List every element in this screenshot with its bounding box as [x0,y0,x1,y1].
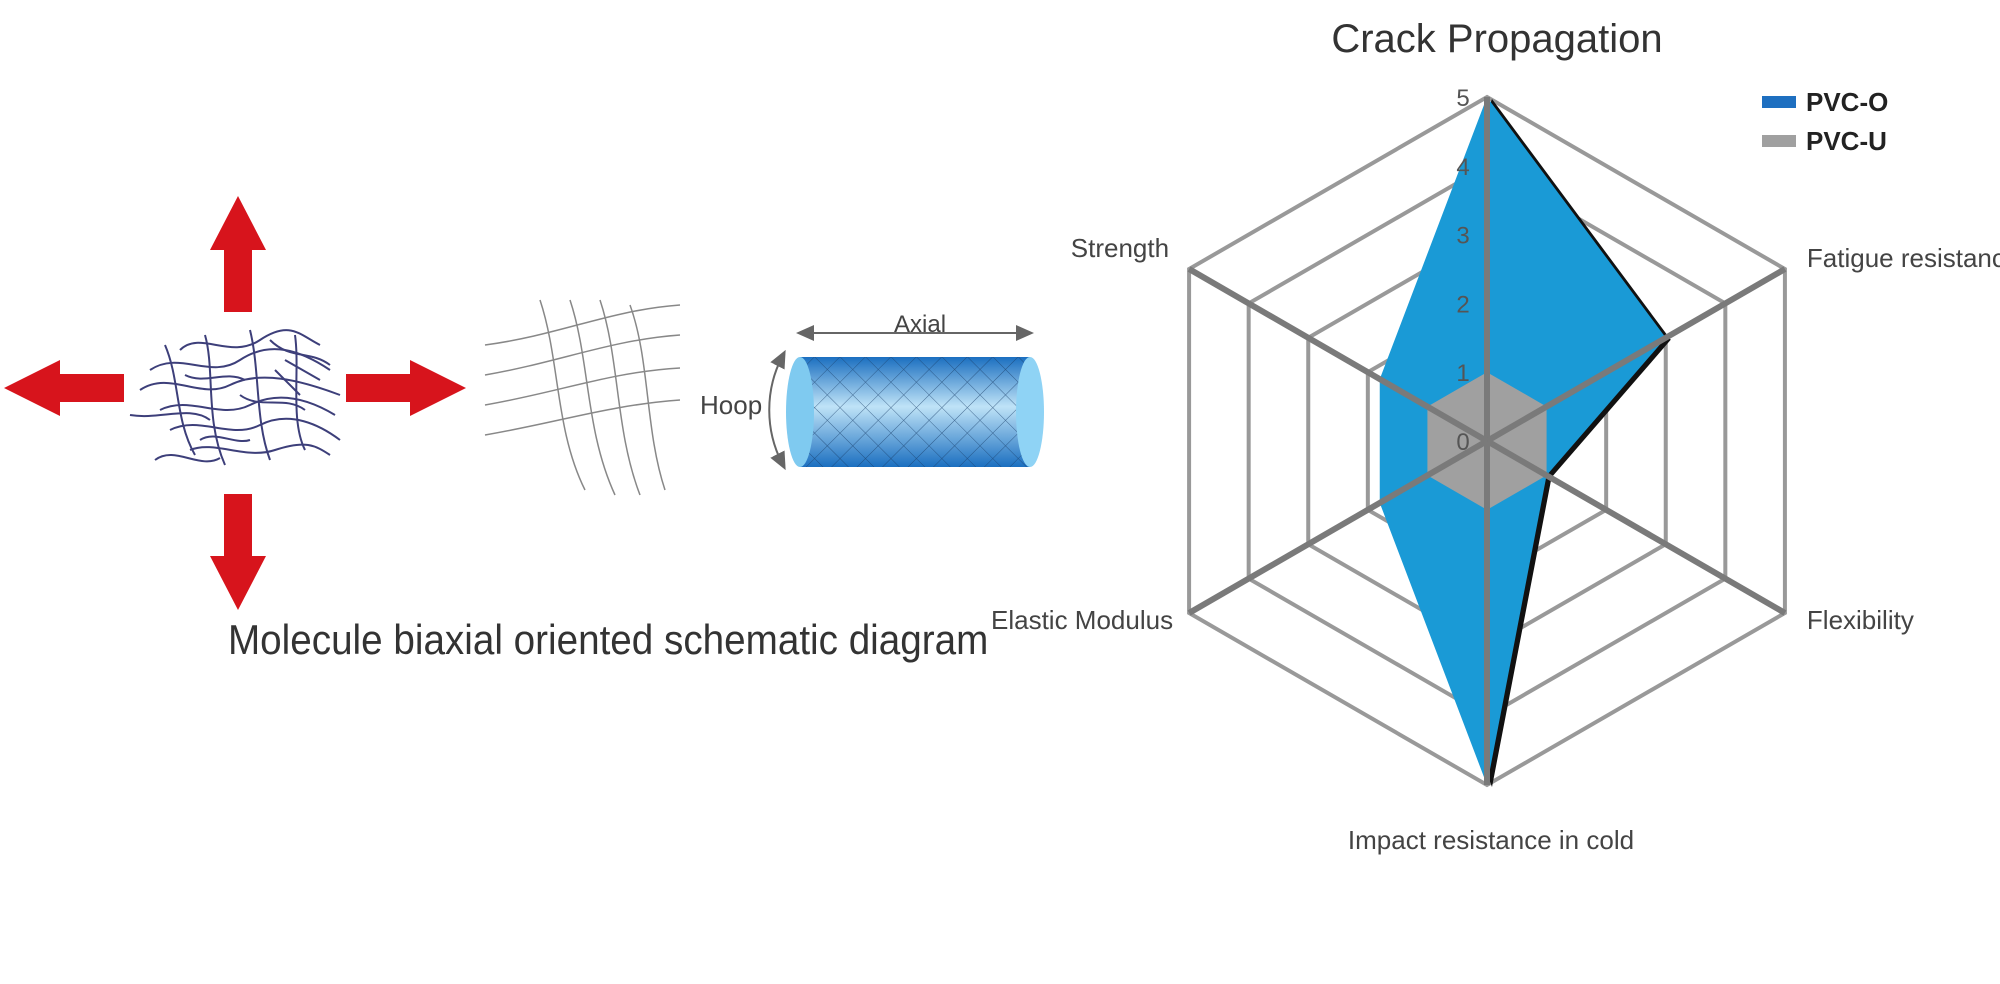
axis-label: Elastic Modulus [991,605,1173,635]
spoke-line [1187,438,1489,616]
molecule-cluster-icon [129,329,341,466]
tick-label: 0 [1456,429,1469,456]
radar-series [1379,97,1671,787]
molecule-diagram: Hoop Axial [4,196,1044,610]
legend-swatch [1762,135,1796,147]
pipe-icon [786,357,1044,467]
radar-spokes [1187,97,1787,785]
arrow-left-icon [4,360,124,416]
legend: PVC-O PVC-U [1762,87,1888,156]
axis-label: Impact resistance in cold [1348,825,1634,855]
arrow-up-icon [210,196,266,312]
arrow-down-icon [210,494,266,610]
oriented-grid-icon [484,299,681,496]
tick-label: 1 [1456,360,1469,387]
hoop-arrow-icon [768,349,786,471]
hoop-label: Hoop [700,390,762,420]
axial-label: Axial [894,311,946,338]
legend-label: PVC-O [1806,87,1888,117]
diagram-caption: Molecule biaxial oriented schematic diag… [228,616,989,663]
arrow-right-icon [346,360,466,416]
legend-swatch [1762,96,1796,108]
chart-title: Crack Propagation [1331,17,1662,61]
spoke-line [1485,266,1787,444]
tick-label: 3 [1456,223,1469,250]
axis-label: Fatigue resistance [1807,243,2000,273]
spoke-line [1485,438,1787,616]
tick-label: 2 [1456,291,1469,318]
axis-label: Strength [1071,233,1169,263]
tick-label: 5 [1456,85,1469,112]
radar-ticks: 0 1 2 3 4 5 [1456,85,1469,456]
tick-label: 4 [1456,154,1469,181]
legend-label: PVC-U [1806,126,1887,156]
radar-chart: Crack Propagation 0 1 2 3 4 5 Fatigue resista… [991,17,2000,855]
spoke-line [1187,266,1489,444]
axis-label: Flexibility [1807,605,1914,635]
